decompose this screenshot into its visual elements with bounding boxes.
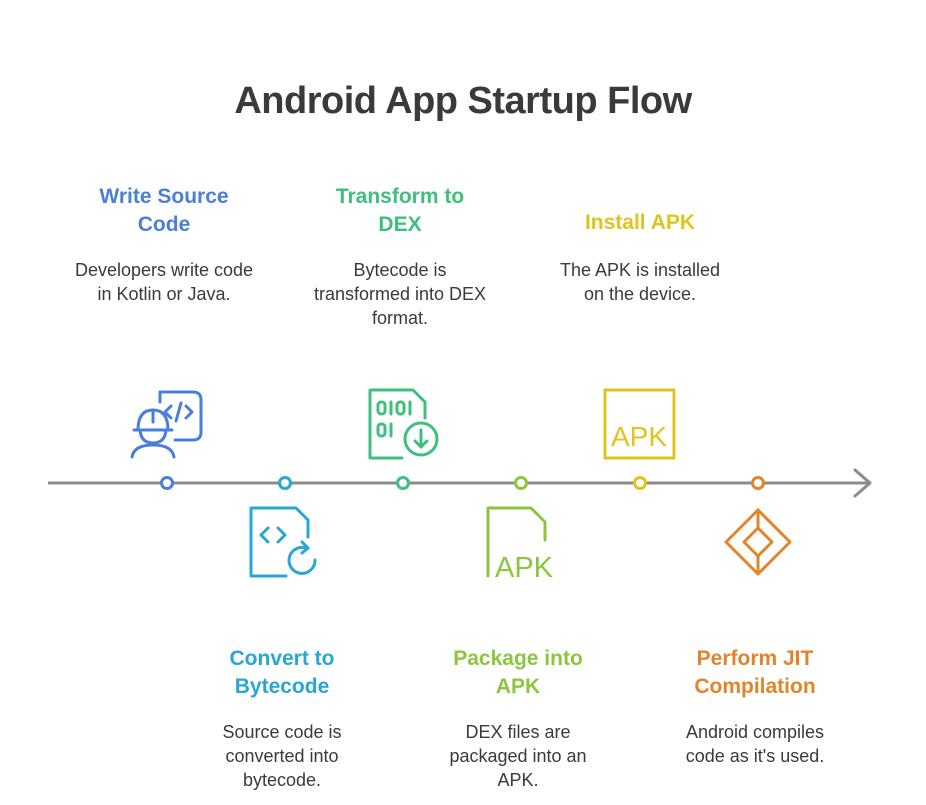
step-desc-transform-to-dex: Bytecode is transformed into DEX format. [313, 260, 487, 328]
timeline-marker-2 [278, 476, 292, 490]
step-desc-package-into-apk: DEX files are packaged into an APK. [449, 722, 587, 790]
apk-file-label: APK [495, 552, 554, 584]
page-title: Android App Startup Flow [234, 80, 692, 122]
step-title-install-apk: Install APK [584, 211, 696, 234]
step-title-transform-to-dex: Transform to DEX [335, 185, 465, 236]
step-desc-convert-to-bytecode: Source code is converted into bytecode. [222, 722, 342, 790]
timeline-marker-1 [160, 476, 174, 490]
developer-code-icon [130, 390, 203, 459]
timeline-marker-6 [751, 476, 765, 490]
apk-box-icon: APK [603, 388, 676, 460]
step-desc-perform-jit-compilation: Android compiles code as it's used. [685, 722, 825, 766]
code-file-convert-icon [249, 506, 317, 578]
jit-diamond-icon [724, 508, 792, 576]
step-title-write-source-code: Write Source Code [99, 185, 229, 236]
step-desc-write-source-code: Developers write code in Kotlin or Java. [74, 260, 254, 304]
step-title-perform-jit-compilation: Perform JIT Compilation [694, 647, 816, 698]
apk-file-icon: APK [486, 506, 554, 584]
step-title-convert-to-bytecode: Convert to Bytecode [229, 647, 335, 698]
step-desc-install-apk: The APK is installed on the device. [559, 260, 721, 304]
timeline-marker-5 [633, 476, 647, 490]
apk-box-label: APK [611, 421, 667, 452]
binary-file-download-icon [368, 388, 439, 460]
timeline-arrowhead-icon [853, 468, 872, 498]
step-title-package-into-apk: Package into APK [453, 647, 583, 698]
timeline-marker-4 [514, 476, 528, 490]
timeline-marker-3 [396, 476, 410, 490]
